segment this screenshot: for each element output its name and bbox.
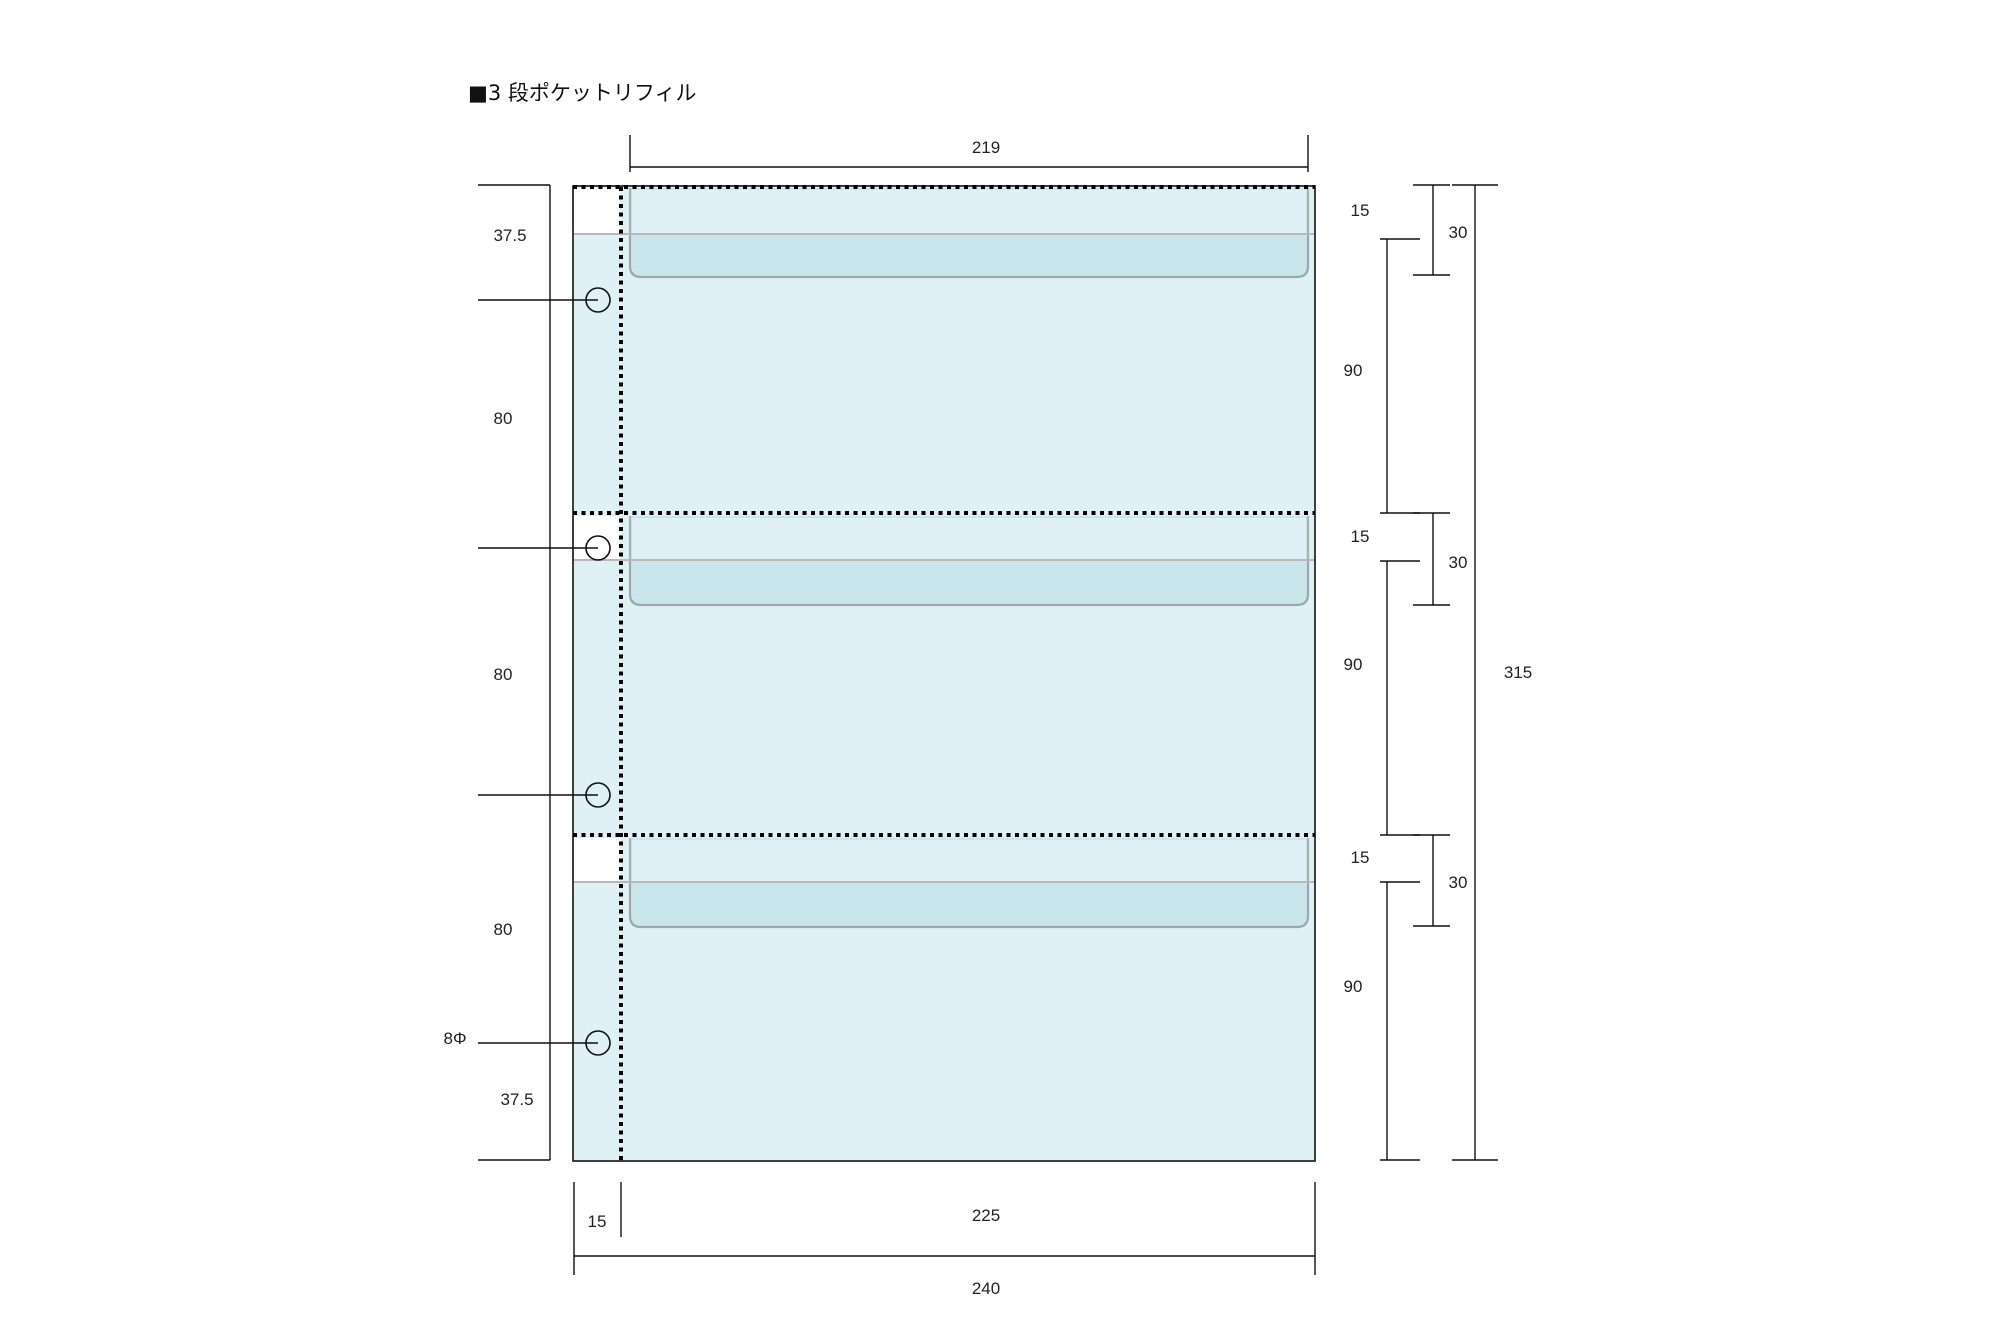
binding-hole-1 xyxy=(585,287,611,313)
left-bottom-margin-label: 37.5 xyxy=(500,1090,533,1109)
right-flap-3-label: 15 xyxy=(1351,848,1370,867)
right-flap-depth-1-label: 30 xyxy=(1449,223,1468,242)
refill-sheet xyxy=(572,185,1316,1162)
pocket-2-opening xyxy=(632,518,1306,560)
total-height-dimension: 315 xyxy=(1452,184,1532,1161)
right-pocket-2-label: 90 xyxy=(1344,655,1363,674)
binding-holes xyxy=(478,287,611,1056)
right-flap-depth-dimensions: 30 30 30 xyxy=(1413,184,1468,927)
left-top-margin-label: 37.5 xyxy=(493,226,526,245)
binding-hole-3 xyxy=(585,782,611,808)
right-flap-1-label: 15 xyxy=(1351,201,1370,220)
right-pocket-dimensions: 15 90 15 90 15 90 xyxy=(1344,201,1420,1161)
right-flap-depth-3-label: 30 xyxy=(1449,873,1468,892)
binding-tab-middle xyxy=(574,516,620,560)
pocket-width-label: 225 xyxy=(972,1206,1000,1225)
left-pitch-1-label: 80 xyxy=(494,409,513,428)
total-width-label: 240 xyxy=(972,1279,1000,1298)
pocket-1 xyxy=(574,188,1314,279)
binding-hole-2 xyxy=(585,535,611,561)
binding-hole-4 xyxy=(585,1030,611,1056)
pocket-3 xyxy=(574,838,1314,929)
pocket-1-opening xyxy=(632,190,1306,234)
top-width-label: 219 xyxy=(972,138,1000,157)
pocket-3-opening xyxy=(632,840,1306,882)
top-width-dimension: 219 xyxy=(629,135,1309,172)
binding-tab-top xyxy=(574,188,620,234)
hole-diameter-label: 8Φ xyxy=(443,1029,466,1048)
total-height-label: 315 xyxy=(1504,663,1532,682)
right-flap-depth-2-label: 30 xyxy=(1449,553,1468,572)
binding-tab-bottom xyxy=(574,838,620,882)
right-flap-2-label: 15 xyxy=(1351,527,1370,546)
left-pitch-2-label: 80 xyxy=(494,665,513,684)
pocket-2 xyxy=(574,516,1314,607)
left-height-dimension: 37.5 80 80 80 8Φ 37.5 xyxy=(443,184,551,1161)
diagram-title: ■3 段ポケットリフィル xyxy=(468,81,696,105)
right-pocket-3-label: 90 xyxy=(1344,977,1363,996)
binding-width-label: 15 xyxy=(588,1212,607,1231)
left-pitch-3-label: 80 xyxy=(494,920,513,939)
bottom-width-dimensions: 15 225 240 xyxy=(573,1182,1316,1298)
right-pocket-1-label: 90 xyxy=(1344,361,1363,380)
